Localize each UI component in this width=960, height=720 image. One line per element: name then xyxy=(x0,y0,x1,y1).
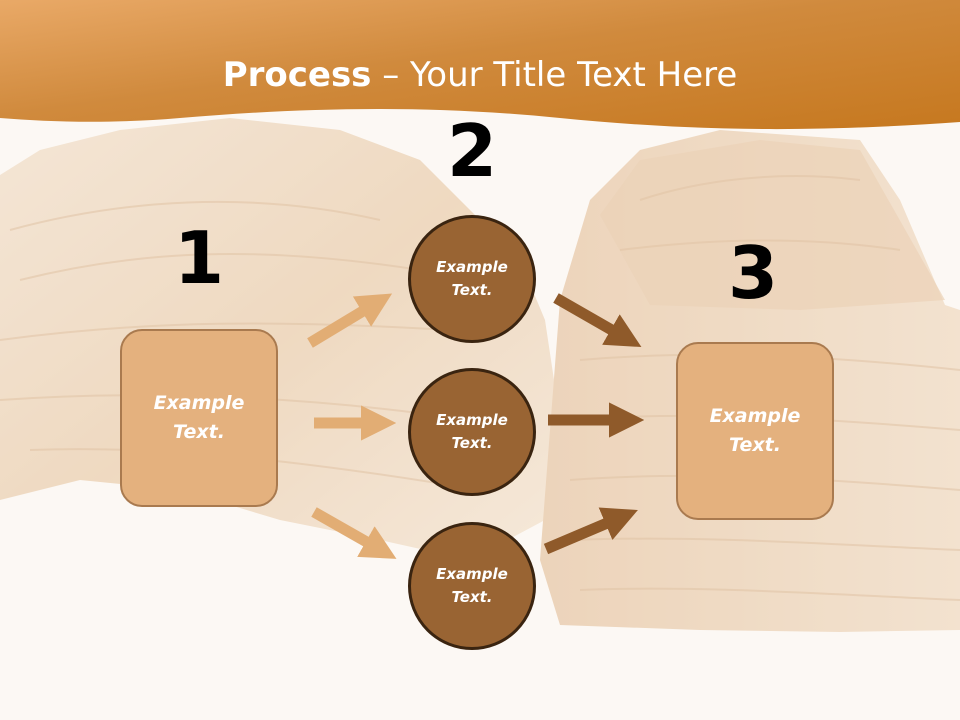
header-band xyxy=(0,0,960,130)
arrow-to-circle-1 xyxy=(307,293,393,348)
circle-2-text: Example Text. xyxy=(436,411,508,452)
circle-1-text: Example Text. xyxy=(436,258,508,299)
step-2-circle-3: Example Text. xyxy=(408,522,536,650)
step-number-1: 1 xyxy=(173,216,225,300)
circle-3-text: Example Text. xyxy=(436,565,508,606)
step-number-2: 2 xyxy=(446,109,498,193)
step-2-circle-2: Example Text. xyxy=(408,368,536,496)
arrow-from-circle-1 xyxy=(553,293,642,348)
arrow-to-circle-3 xyxy=(311,507,397,559)
slide-title: Process – Your Title Text Here xyxy=(0,52,960,98)
step-3-text: Example Text. xyxy=(709,405,801,456)
step-2-circle-1: Example Text. xyxy=(408,215,536,343)
step-1-box: Example Text. xyxy=(120,329,278,507)
arrow-from-circle-3 xyxy=(543,507,638,555)
title-bold: Process xyxy=(222,55,372,95)
step-1-text: Example Text. xyxy=(153,392,245,443)
step-number-3: 3 xyxy=(727,231,779,315)
title-rest: – Your Title Text Here xyxy=(371,55,738,95)
step-3-box: Example Text. xyxy=(676,342,834,520)
